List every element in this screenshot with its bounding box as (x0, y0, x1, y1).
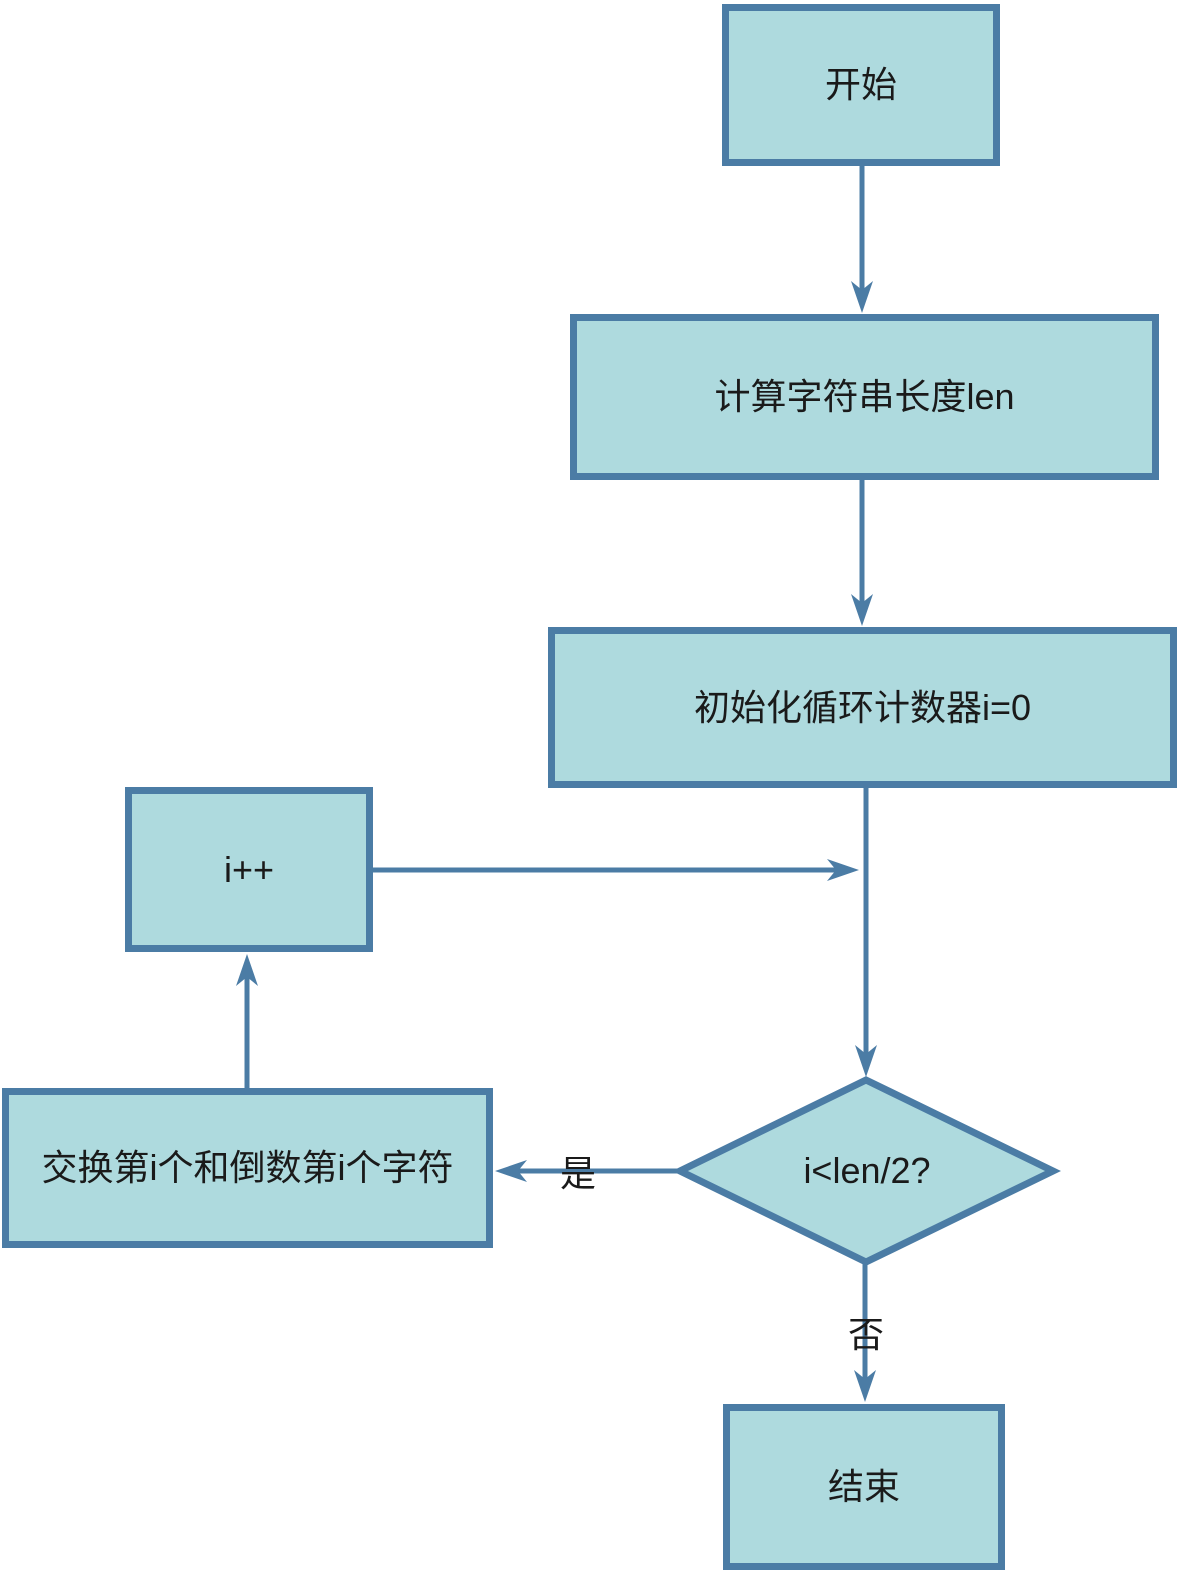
node-start: 开始 (722, 4, 1000, 166)
node-init-counter-label: 初始化循环计数器i=0 (693, 686, 1032, 728)
node-swap: 交换第i个和倒数第i个字符 (2, 1088, 493, 1248)
arrowhead-up-increment (236, 954, 258, 986)
arrowhead-down-init (851, 594, 873, 626)
node-start-label: 开始 (824, 64, 897, 106)
node-init-counter: 初始化循环计数器i=0 (548, 627, 1177, 788)
node-calc-length-label: 计算字符串长度len (714, 376, 1015, 418)
arrowhead-down-end (854, 1370, 876, 1402)
node-end-label: 结束 (827, 1466, 900, 1508)
node-increment: i++ (125, 787, 373, 952)
node-calc-length: 计算字符串长度len (570, 314, 1159, 480)
node-swap-label: 交换第i个和倒数第i个字符 (41, 1147, 454, 1189)
arrowhead-down-calc (851, 281, 873, 313)
decision-diamond-shape (672, 1076, 1061, 1266)
arrowhead-left-swap (495, 1160, 527, 1182)
node-end: 结束 (723, 1404, 1005, 1570)
arrowhead-right-join (827, 859, 859, 881)
node-increment-label: i++ (223, 848, 275, 890)
arrowhead-down-condition (855, 1045, 877, 1077)
